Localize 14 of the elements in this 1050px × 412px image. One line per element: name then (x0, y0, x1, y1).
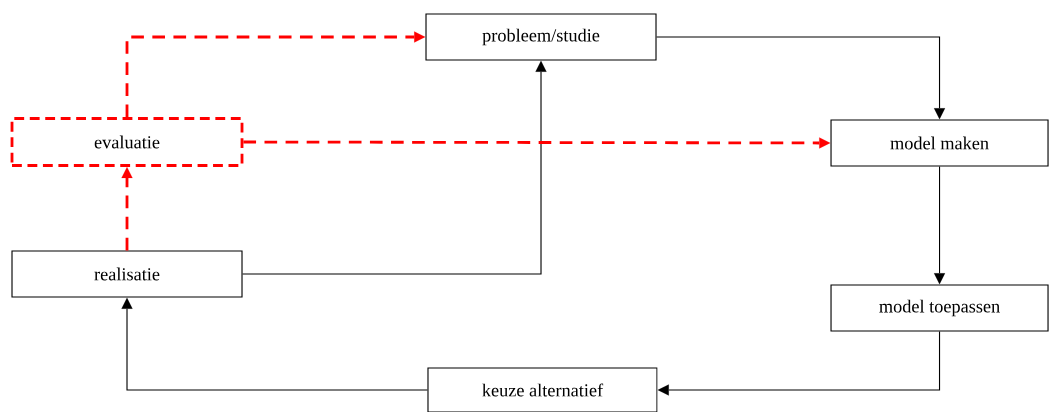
process-box: realisatie (11, 250, 243, 298)
arrow (242, 60, 547, 275)
process-box: probleem/studie (425, 13, 657, 61)
process-box: model maken (830, 119, 1049, 167)
arrow (243, 137, 831, 149)
arrow (121, 297, 428, 391)
arrow (933, 166, 946, 285)
process-box: evaluatie (10, 117, 244, 167)
arrow (121, 167, 133, 251)
arrow (125, 31, 426, 118)
process-box: keuze alternatief (427, 367, 658, 412)
process-box: model toepassen (830, 284, 1049, 332)
arrow (657, 331, 941, 396)
arrow (656, 36, 946, 120)
